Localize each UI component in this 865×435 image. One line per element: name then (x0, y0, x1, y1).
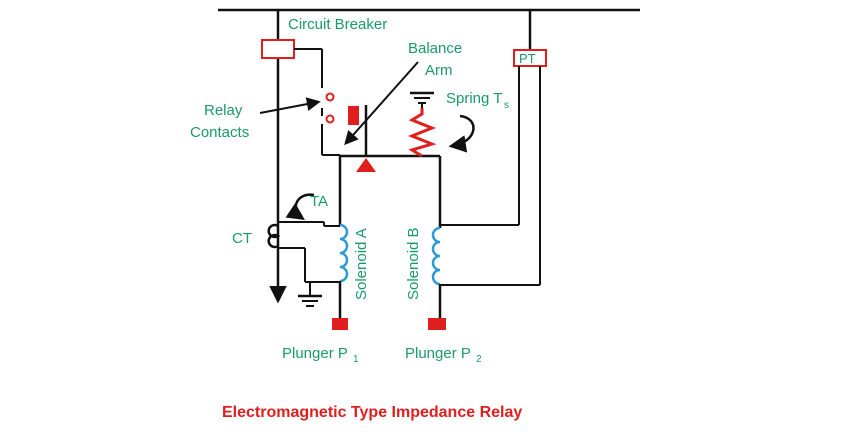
relay-contacts-label-line2: Contacts (190, 124, 249, 141)
spring-torque-arrow (448, 114, 475, 153)
pt-secondary-wires (440, 66, 541, 286)
balance-arm-arrow (344, 61, 419, 146)
pt-label: PT (519, 51, 536, 66)
spring-zigzag (407, 108, 437, 158)
ta-label: TA (310, 193, 328, 210)
fulcrum-triangle (356, 158, 376, 172)
relay-contact-lower (325, 114, 335, 124)
spring-label: Spring T (446, 90, 502, 107)
ct-label: CT (232, 230, 252, 247)
solenoid-a-coil (339, 223, 349, 283)
plunger-p1 (332, 318, 348, 330)
balance-arm-label-line1: Balance (408, 40, 462, 57)
moving-contact-block (348, 106, 359, 125)
ct-winding (267, 223, 281, 249)
plunger-p1-label-subscript: 1 (353, 354, 359, 365)
plunger-p2-label: Plunger P (405, 345, 471, 362)
spring-label-subscript: s (504, 100, 509, 111)
balance-arm-label-line2: Arm (425, 62, 453, 79)
relay-contact-upper (325, 92, 335, 102)
plunger-p2 (428, 318, 446, 330)
plunger-p1-label: Plunger P (282, 345, 348, 362)
pt-box (513, 49, 547, 67)
ta-torque-arrow (285, 193, 315, 220)
circuit-breaker-label: Circuit Breaker (288, 16, 387, 33)
solenoid-a-label: Solenoid A (353, 228, 370, 300)
relay-contacts-arrow (259, 97, 321, 114)
trip-circuit-wire (294, 48, 340, 156)
spring-ground-symbol (410, 91, 434, 108)
balance-arm (340, 105, 440, 158)
circuit-breaker-box (261, 39, 295, 59)
solenoid-b-label: Solenoid B (405, 227, 422, 300)
solenoid-b-coil (431, 226, 441, 286)
ct-ground-symbol (298, 294, 322, 307)
plunger-p2-label-subscript: 2 (476, 354, 482, 365)
diagram-caption: Electromagnetic Type Impedance Relay (222, 404, 522, 421)
ct-secondary-wires (278, 221, 340, 296)
relay-contacts-label-line1: Relay (204, 102, 243, 119)
